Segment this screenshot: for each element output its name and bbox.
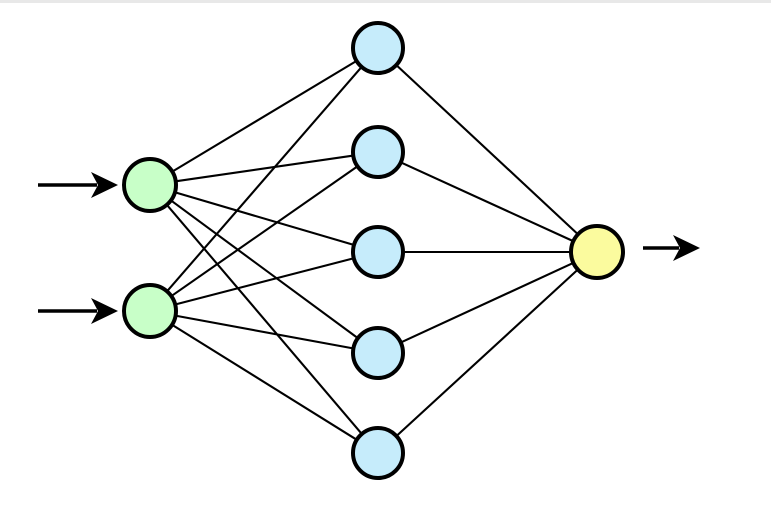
edge-i1-h1	[170, 59, 358, 174]
edge-i2-h4	[174, 314, 355, 350]
edge-h5-o1	[394, 268, 580, 438]
edge-i1-h2	[174, 154, 355, 183]
node-h5[interactable]	[351, 426, 405, 480]
node-h2[interactable]	[351, 125, 405, 179]
input-arrow-1-head	[91, 172, 118, 198]
input-arrow-2	[38, 298, 118, 324]
node-o1[interactable]	[569, 224, 625, 280]
edge-i1-h5	[165, 203, 364, 436]
node-h3[interactable]	[351, 225, 405, 279]
edge-h4-o1	[399, 261, 575, 344]
edge-i2-h5	[170, 323, 359, 442]
edge-i2-h1	[165, 65, 364, 293]
arrows-group	[38, 172, 700, 324]
top-edge-strip	[0, 0, 771, 3]
node-i2[interactable]	[122, 283, 178, 339]
edge-i2-h3	[173, 256, 356, 306]
output-arrow	[643, 235, 700, 261]
edge-h2-o1	[399, 161, 575, 243]
input-arrow-1	[38, 172, 118, 198]
output-arrow-head	[673, 235, 700, 261]
edge-i1-h3	[173, 191, 356, 247]
edge-i1-h4	[169, 198, 360, 340]
edges-group	[165, 59, 580, 442]
node-i1[interactable]	[122, 157, 178, 213]
edge-h1-o1	[394, 63, 580, 236]
node-h1[interactable]	[351, 21, 405, 75]
input-arrow-2-head	[91, 298, 118, 324]
node-h4[interactable]	[351, 326, 405, 380]
edge-i2-h2	[169, 164, 359, 298]
nodes-group	[122, 21, 625, 480]
